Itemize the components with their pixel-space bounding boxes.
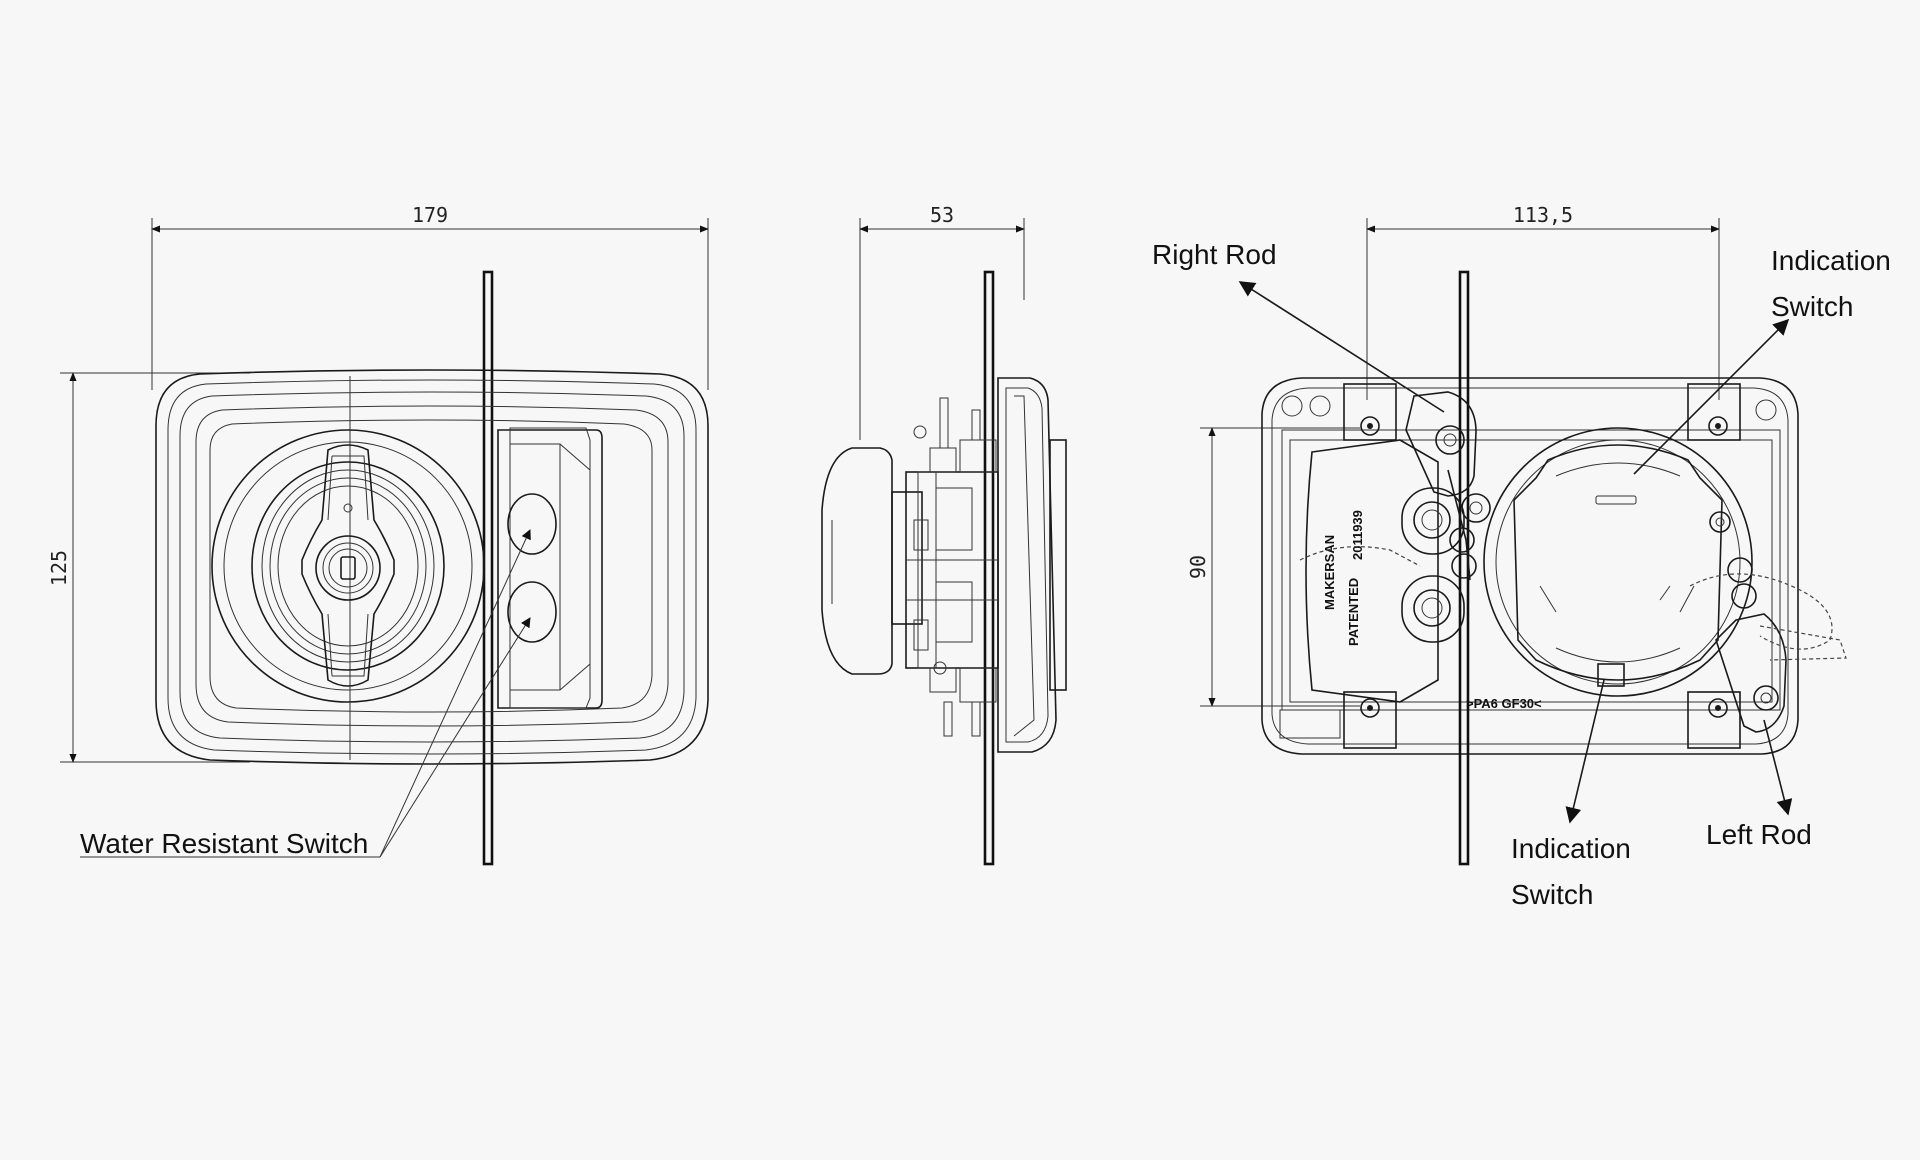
back-width-dimension: 113,5 <box>1366 203 1720 400</box>
indication-switch-bottom-callout: Indication Switch <box>1511 679 1631 910</box>
water-resistant-switch-lower <box>507 581 557 643</box>
back-height-value: 90 <box>1186 555 1210 579</box>
front-t-handle <box>301 444 395 687</box>
front-rod <box>482 270 494 866</box>
left-rod-label: Left Rod <box>1706 819 1812 850</box>
side-view: 53 <box>821 203 1067 866</box>
indication-switch-bottom-line2: Switch <box>1511 879 1593 910</box>
water-resistant-switch-upper <box>507 493 557 555</box>
front-housing-outer <box>155 369 709 765</box>
front-width-dimension: 179 <box>151 203 709 390</box>
back-left-switches <box>1401 487 1465 643</box>
back-housing-outer <box>1261 377 1799 755</box>
left-rod-linkage <box>1299 546 1847 733</box>
side-depth-dimension: 53 <box>859 203 1025 440</box>
side-mechanism <box>905 397 999 737</box>
right-rod-label: Right Rod <box>1152 239 1277 270</box>
left-rod-callout: Left Rod <box>1706 719 1812 850</box>
side-depth-value: 53 <box>930 203 954 227</box>
material-mark: >PA6 GF30< <box>1466 696 1542 711</box>
front-height-value: 125 <box>47 550 71 586</box>
embossed-brand: MAKERSAN <box>1322 535 1337 610</box>
right-rod-linkage <box>1405 391 1491 581</box>
indication-switch-top-line1: Indication <box>1771 245 1891 276</box>
back-screw-blocks <box>1343 383 1741 749</box>
back-height-dimension: 90 <box>1186 427 1360 707</box>
side-rod <box>983 270 995 866</box>
front-handle-knob <box>211 429 485 703</box>
embossed-patent: PATENTED <box>1346 578 1361 646</box>
water-resistant-switch-callout: Water Resistant Switch <box>80 529 531 859</box>
back-view: 113,5 90 <box>1152 203 1891 910</box>
side-handle-knob <box>821 447 893 675</box>
front-view: 179 125 <box>47 203 709 866</box>
embossed-number: 2011939 <box>1350 510 1365 560</box>
back-width-value: 113,5 <box>1513 203 1573 227</box>
back-rod <box>1458 270 1470 866</box>
right-rod-callout: Right Rod <box>1152 239 1445 413</box>
water-resistant-switch-label: Water Resistant Switch <box>80 828 368 859</box>
front-height-dimension: 125 <box>47 372 250 763</box>
back-rotor <box>1483 427 1753 697</box>
indication-switch-bottom-line1: Indication <box>1511 833 1631 864</box>
back-embossed-plate: MAKERSAN PATENTED 2011939 >PA6 GF30< <box>1305 439 1542 711</box>
key-cylinder <box>315 535 381 601</box>
front-width-value: 179 <box>412 203 448 227</box>
indication-switch-top-line2: Switch <box>1771 291 1853 322</box>
indication-switch-bottom-part <box>1597 663 1625 687</box>
indication-switch-top-callout: Indication Switch <box>1633 245 1891 475</box>
